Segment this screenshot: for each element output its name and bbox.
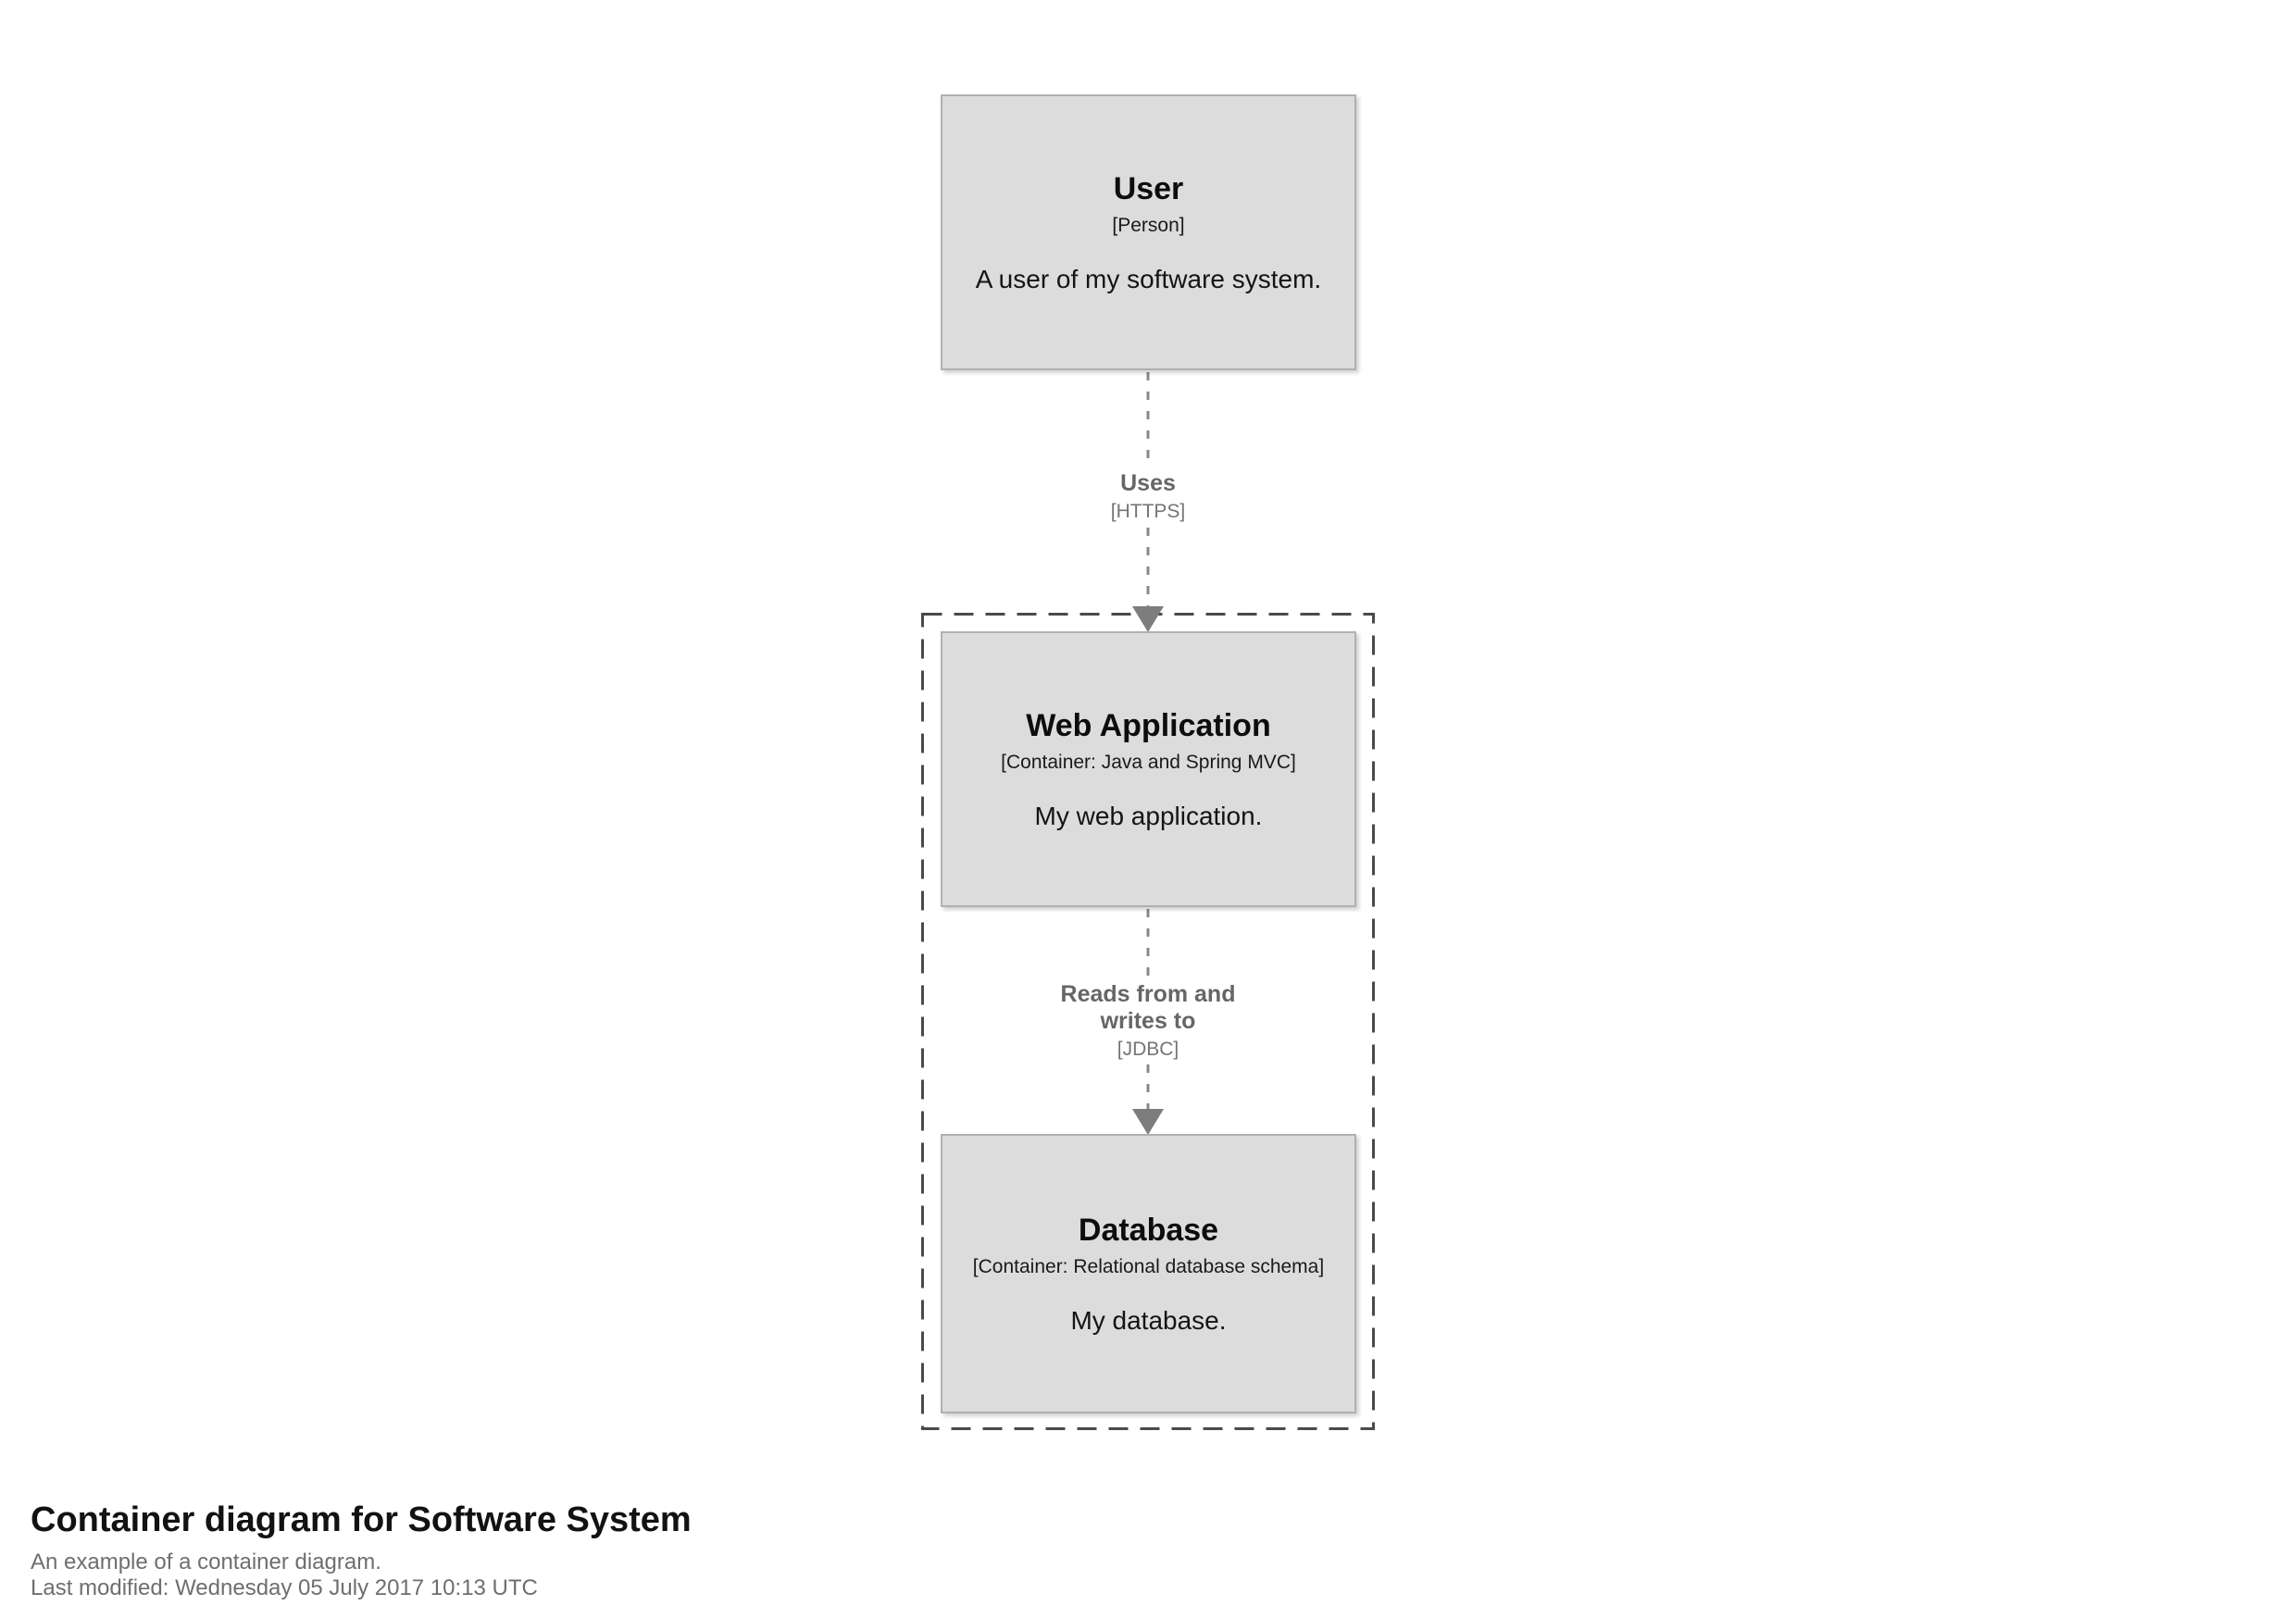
relationship-label-uses: Uses [HTTPS]: [1101, 468, 1195, 526]
node-database-meta: [Container: Relational database schema]: [972, 1256, 1325, 1277]
node-user-description: A user of my software system.: [975, 265, 1322, 293]
diagram-subtitle: An example of a container diagram.: [31, 1550, 381, 1574]
uses-arrowhead-icon: [1132, 606, 1164, 632]
relationship-name: Uses: [1120, 470, 1176, 496]
node-database: Database [Container: Relational database…: [941, 1134, 1356, 1413]
node-web-application-description: My web application.: [1034, 802, 1263, 830]
relationship-name: Reads from and writes to: [1060, 981, 1236, 1034]
reads-writes-arrowhead-icon: [1132, 1109, 1164, 1135]
node-web-application: Web Application [Container: Java and Spr…: [941, 631, 1356, 907]
node-user: User [Person] A user of my software syst…: [941, 94, 1356, 370]
diagram-last-modified: Last modified: Wednesday 05 July 2017 10…: [31, 1575, 538, 1600]
node-web-application-meta: [Container: Java and Spring MVC]: [1001, 752, 1296, 773]
relationship-technology: [JDBC]: [1117, 1039, 1179, 1060]
node-user-meta: [Person]: [1112, 215, 1185, 236]
relationship-label-reads-writes: Reads from and writes to [JDBC]: [1023, 979, 1273, 1064]
node-database-name: Database: [1078, 1213, 1219, 1248]
node-user-name: User: [1113, 171, 1184, 206]
diagram-title: Container diagram for Software System: [31, 1500, 692, 1539]
relationship-technology: [HTTPS]: [1110, 501, 1186, 522]
node-database-description: My database.: [1070, 1306, 1227, 1335]
diagram-footer: Container diagram for Software System An…: [31, 1500, 692, 1601]
node-web-application-name: Web Application: [1026, 708, 1271, 743]
